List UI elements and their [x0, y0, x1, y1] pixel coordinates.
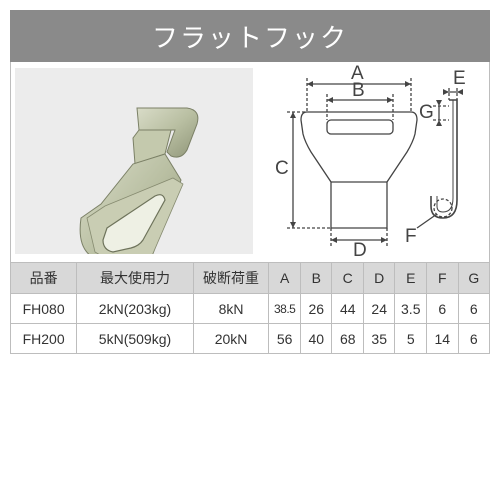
cell-part-no: FH080 [9, 293, 78, 324]
cell-f: 6 [426, 293, 459, 324]
col-header-g: G [457, 262, 491, 294]
cell-a: 56 [268, 323, 301, 354]
flat-hook-photo-icon [79, 107, 199, 254]
dim-label-d: D [353, 240, 367, 261]
cell-e: 5 [394, 323, 428, 354]
col-header-f: F [426, 262, 459, 294]
cell-d: 35 [362, 323, 396, 354]
dim-label-e: E [453, 68, 466, 89]
cell-working-load: 2kN(203kg) [76, 293, 194, 324]
cell-breaking-load: 20kN [192, 323, 270, 354]
cell-breaking-load: 8kN [192, 293, 270, 324]
cell-b: 26 [299, 293, 333, 324]
dim-label-g: G [419, 102, 434, 123]
table-header-row: 品番 最大使用力 破断荷重 A B C D E F G [9, 262, 491, 294]
col-header-part-no: 品番 [9, 262, 78, 294]
dim-label-c: C [275, 158, 289, 179]
dim-label-b: B [352, 80, 365, 101]
cell-g: 6 [457, 293, 491, 324]
cell-part-no: FH200 [9, 323, 78, 354]
col-header-b: B [299, 262, 333, 294]
col-header-working-load: 最大使用力 [76, 262, 194, 294]
cell-a: 38.5 [268, 293, 301, 324]
table-row: FH080 2kN(203kg) 8kN 38.5 26 44 24 3.5 6… [9, 293, 491, 324]
cell-f: 14 [426, 323, 459, 354]
col-header-a: A [268, 262, 301, 294]
title-banner: フラットフック [10, 10, 490, 62]
dimension-diagram: A B C D E G F [267, 62, 489, 262]
dim-label-f: F [405, 226, 417, 247]
hook-drawing-icon: A B C D E G F [275, 63, 466, 261]
table-row: FH200 5kN(509kg) 20kN 56 40 68 35 5 14 6 [9, 323, 491, 354]
cell-c: 68 [331, 323, 364, 354]
page-title: フラットフック [151, 23, 348, 54]
cell-g: 6 [457, 323, 491, 354]
col-header-e: E [394, 262, 428, 294]
cell-c: 44 [331, 293, 364, 324]
cell-working-load: 5kN(509kg) [76, 323, 194, 354]
spec-table: 品番 最大使用力 破断荷重 A B C D E F G FH080 2kN(20… [9, 262, 491, 354]
product-photo [15, 68, 253, 254]
col-header-c: C [331, 262, 364, 294]
col-header-d: D [362, 262, 396, 294]
cell-e: 3.5 [394, 293, 428, 324]
col-header-breaking-load: 破断荷重 [192, 262, 270, 294]
dim-label-a: A [351, 63, 364, 84]
cell-b: 40 [299, 323, 333, 354]
illustration-panel: A B C D E G F [10, 62, 490, 263]
cell-d: 24 [362, 293, 396, 324]
